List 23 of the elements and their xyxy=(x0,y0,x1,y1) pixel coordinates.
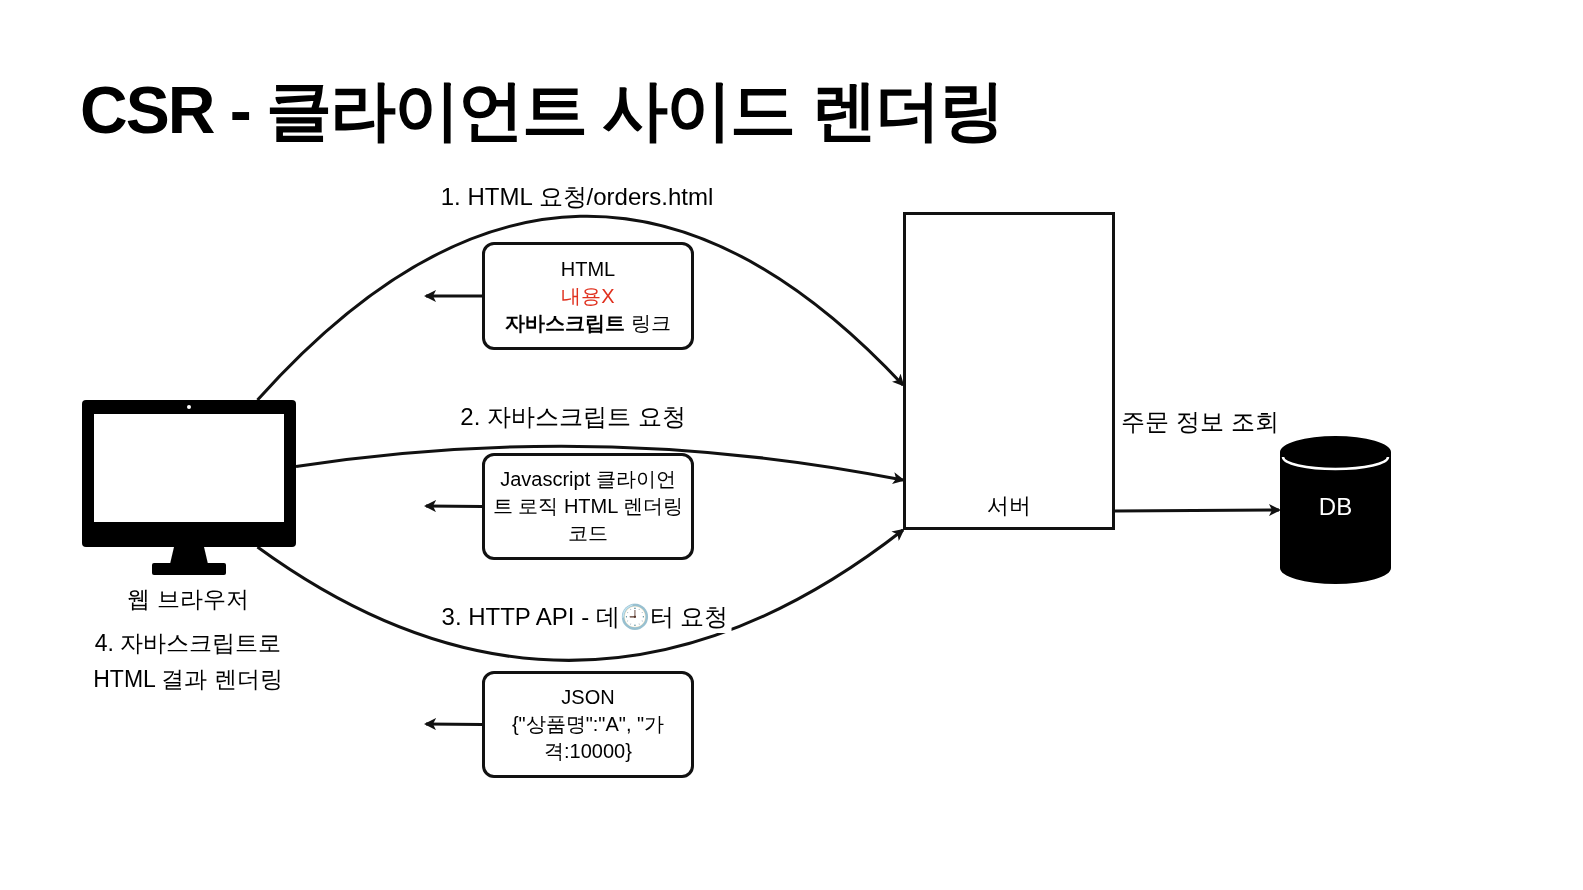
node-label: DB xyxy=(1317,493,1354,521)
card-text: 자바스크립트 링크 xyxy=(505,310,671,336)
monitor-drawing xyxy=(82,400,296,575)
arrow xyxy=(424,290,482,302)
node-label: 서버 xyxy=(986,492,1032,520)
arrow xyxy=(256,214,905,402)
card-text: {"상품명":"A", "가격:10000} xyxy=(510,712,666,764)
arrow xyxy=(1115,504,1281,517)
card-text: JSON xyxy=(561,685,615,710)
server-box xyxy=(903,212,1115,530)
caption-text: 4. 자바스크립트로 HTML 결과 렌더링 xyxy=(92,629,284,694)
response-card xyxy=(482,453,694,560)
response-card xyxy=(482,242,694,350)
response-card xyxy=(482,671,694,778)
caption-text: 웹 브라우저 xyxy=(126,585,250,614)
title: CSR - 클라이언트 사이드 렌더링 xyxy=(80,72,1003,149)
arrow xyxy=(424,500,482,513)
arrow xyxy=(295,444,905,485)
card-text: Javascript 클라이언트 로직 HTML 렌더링 코드 xyxy=(491,467,685,546)
arrow xyxy=(256,528,905,662)
card-text: HTML xyxy=(560,256,616,282)
card-text: 내용X xyxy=(561,283,615,309)
arrow xyxy=(424,718,482,731)
